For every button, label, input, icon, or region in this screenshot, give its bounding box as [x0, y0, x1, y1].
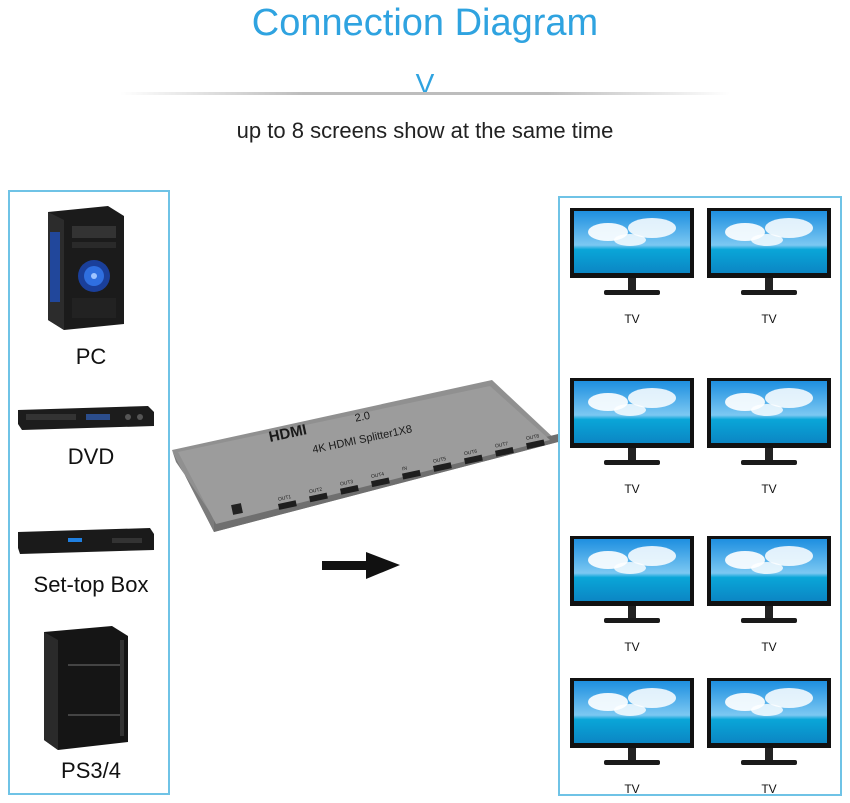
tv-display: TV: [568, 676, 696, 801]
splitter-port: OUT2: [309, 487, 328, 503]
source-label-ps34: PS3/4: [61, 758, 121, 783]
source-devices-panel: PC DVD Set-top Box PS3/4: [8, 190, 170, 795]
tv-icon: [707, 536, 831, 623]
tv-label: TV: [624, 482, 640, 496]
splitter-port-label: IN: [402, 465, 409, 472]
tv-icon: [570, 678, 694, 765]
splitter-port: OUT6: [464, 449, 483, 465]
tv-label: TV: [624, 640, 640, 654]
splitter-port-label: OUT8: [526, 433, 541, 442]
tv-display: TV: [705, 206, 833, 331]
hdmi-splitter-device: HDMI 2.0 4K HDMI Splitter1X8 OUT1OUT2OUT…: [172, 380, 558, 532]
tv-label: TV: [761, 482, 777, 496]
tv-label: TV: [761, 640, 777, 654]
tv-label: TV: [624, 782, 640, 796]
tv-display: TV: [568, 206, 696, 331]
splitter-port: IN: [402, 465, 421, 480]
splitter-port-label: OUT4: [371, 471, 386, 480]
tv-icon: [707, 208, 831, 295]
source-label-set-top-box: Set-top Box: [33, 572, 149, 597]
tv-icon: [707, 378, 831, 465]
game-console-icon: [44, 626, 128, 750]
splitter-port: OUT8: [526, 433, 545, 450]
tv-label: TV: [624, 312, 640, 326]
source-label-dvd: DVD: [67, 444, 115, 469]
output-displays-panel: [558, 196, 842, 796]
splitter-port: OUT3: [340, 479, 359, 495]
tv-display: TV: [705, 676, 833, 801]
chevron-down-icon: V: [415, 68, 435, 99]
splitter-port-label: OUT1: [278, 494, 293, 503]
tv-icon: [570, 536, 694, 623]
splitter-port: OUT5: [433, 456, 452, 472]
source-label-pc: PC: [75, 344, 107, 369]
diagram-title: Connection Diagram: [251, 2, 599, 44]
tv-label: TV: [761, 782, 777, 796]
tv-icon: [707, 678, 831, 765]
splitter-port-label: OUT3: [340, 479, 355, 488]
splitter-port: OUT7: [495, 441, 514, 457]
tv-icon: [570, 208, 694, 295]
right-arrow-icon: [322, 552, 400, 579]
dvd-player-icon: [18, 406, 154, 430]
pc-tower-icon: [48, 206, 124, 330]
splitter-port-label: OUT2: [309, 487, 324, 496]
tv-display: TV: [705, 376, 833, 501]
splitter-port: OUT4: [371, 471, 390, 488]
splitter-port-label: OUT6: [464, 449, 479, 458]
tv-display: TV: [568, 534, 696, 659]
set-top-box-icon: [18, 528, 154, 554]
splitter-port: OUT1: [278, 494, 297, 510]
tv-display: TV: [705, 534, 833, 659]
splitter-port-label: OUT7: [495, 441, 510, 450]
tv-label: TV: [761, 312, 777, 326]
tv-icon: [570, 378, 694, 465]
diagram-subtitle: up to 8 screens show at the same time: [236, 118, 614, 143]
title-divider: [120, 92, 730, 95]
tv-display: TV: [568, 376, 696, 501]
splitter-version: 2.0: [354, 410, 371, 425]
splitter-port-label: OUT5: [433, 456, 448, 465]
